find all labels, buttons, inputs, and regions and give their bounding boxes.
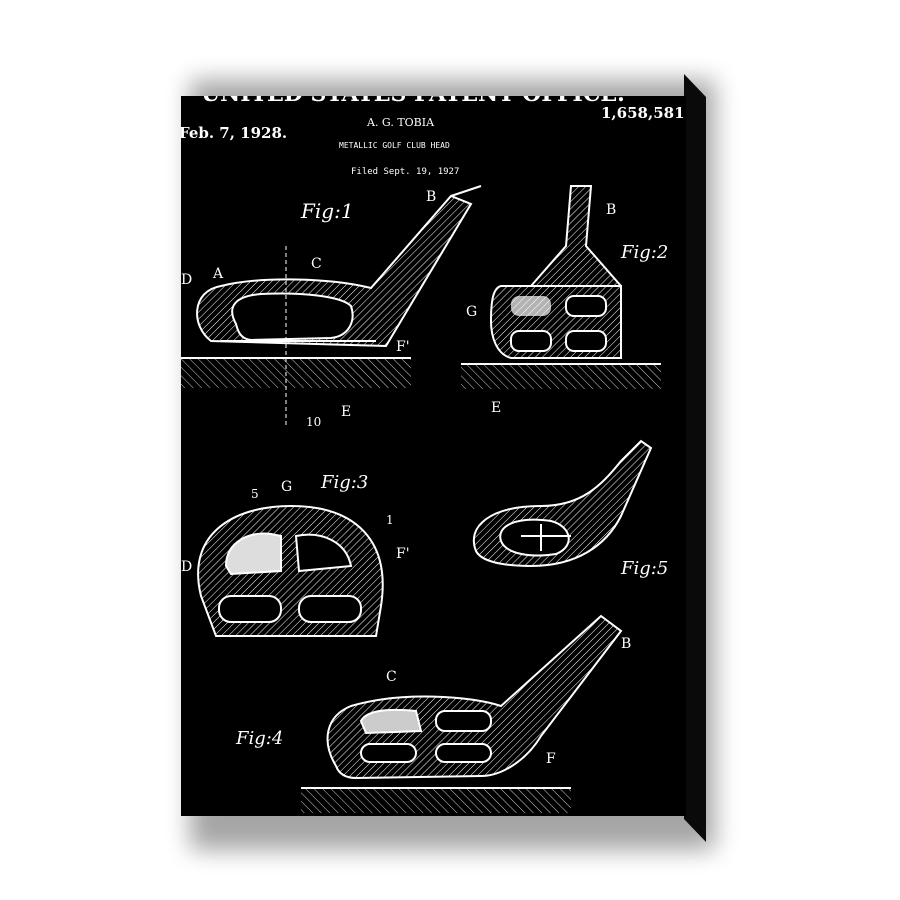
figure-5: Fig:5: [472, 439, 668, 579]
canvas-side-edge: [684, 74, 706, 842]
svg-text:10: 10: [306, 415, 321, 429]
svg-text:C: C: [386, 669, 397, 685]
svg-text:B: B: [606, 202, 616, 218]
patent-date: Feb. 7, 1928.: [181, 124, 287, 142]
figure-4-label: Fig:4: [235, 728, 283, 749]
figure-3: Fig:3 G 5 1 F' D: [181, 472, 410, 637]
svg-text:G: G: [281, 479, 292, 495]
svg-text:F: F: [546, 751, 556, 767]
svg-text:F': F': [396, 339, 410, 355]
svg-text:A: A: [212, 266, 224, 282]
svg-text:5: 5: [251, 487, 259, 501]
patent-title: METALLIC GOLF CLUB HEAD: [339, 141, 450, 150]
svg-text:D: D: [181, 559, 192, 575]
svg-text:E: E: [491, 400, 501, 416]
patent-drawing: UNITED STATES PATENT OFFICE. Feb. 7, 192…: [181, 96, 685, 813]
svg-text:E: E: [341, 404, 351, 420]
patent-filed: Filed Sept. 19, 1927: [351, 167, 459, 177]
svg-text:F': F': [396, 546, 410, 562]
figure-5-label: Fig:5: [620, 558, 668, 579]
svg-text:G: G: [466, 304, 477, 320]
svg-text:1: 1: [386, 513, 394, 527]
svg-text:B: B: [426, 189, 436, 205]
svg-text:D: D: [181, 272, 192, 288]
figure-1-label: Fig:1: [300, 199, 354, 223]
figure-2-label: Fig:2: [620, 242, 668, 263]
canvas-print: UNITED STATES PATENT OFFICE. Feb. 7, 192…: [181, 96, 686, 816]
patent-number: 1,658,581: [601, 104, 685, 122]
figure-1: Fig:1 D A C B F' E 10: [181, 185, 482, 429]
svg-text:B: B: [621, 636, 631, 652]
figure-2: Fig:2 G B E: [461, 185, 668, 416]
svg-text:C: C: [311, 256, 322, 272]
patent-office-title: UNITED STATES PATENT OFFICE.: [201, 96, 625, 107]
figure-4: Fig:4 C B F: [235, 614, 631, 813]
patent-inventor: A. G. TOBIA: [366, 116, 435, 129]
figure-3-label: Fig:3: [320, 472, 368, 493]
